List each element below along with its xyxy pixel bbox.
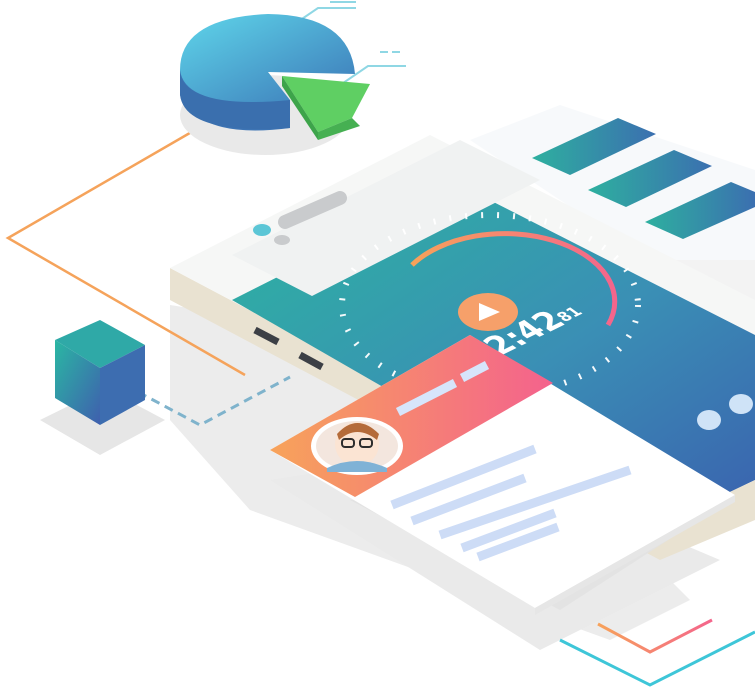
play-button[interactable]: [458, 293, 518, 331]
profile-card: [270, 335, 735, 615]
cube-icon: [55, 320, 145, 425]
timer-dial: [339, 212, 641, 398]
pie-slice-highlight: [282, 76, 370, 132]
card-title-line-1: [395, 378, 458, 417]
bar-1: [532, 118, 656, 175]
cube-dashed-connector: [124, 375, 291, 427]
card-content-lines: [390, 444, 632, 562]
profile-avatar-icon[interactable]: [311, 417, 403, 475]
bar-panel: [470, 105, 755, 260]
phone-speaker: [278, 191, 347, 229]
bottom-pink-line: [597, 618, 713, 654]
pie-chart-icon: [180, 14, 370, 155]
bar-2: [588, 150, 712, 207]
more-dots-icon[interactable]: [697, 394, 753, 430]
phone-camera: [253, 224, 271, 236]
card-title-line-2: [459, 361, 490, 382]
orange-connector-line: [5, 128, 246, 377]
dial-progress-arc: [410, 231, 618, 327]
bar-3: [645, 182, 755, 239]
play-icon: [479, 303, 500, 321]
pie-slice-main: [180, 14, 355, 102]
bottom-cyan-line: [559, 630, 755, 687]
